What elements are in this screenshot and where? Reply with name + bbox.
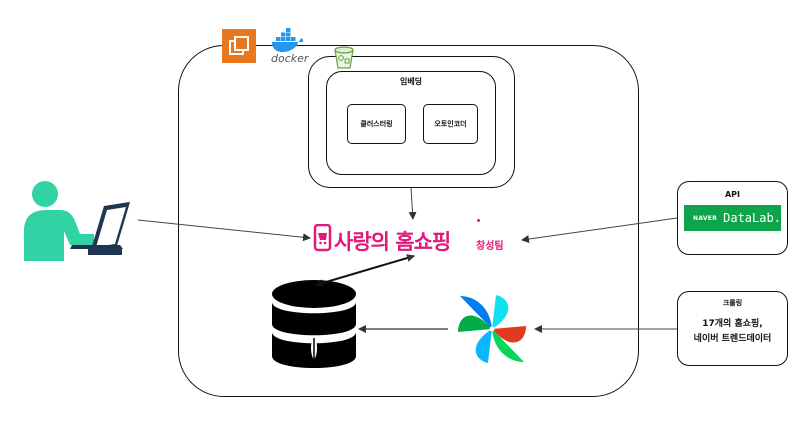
clustering-label: 클러스터링	[360, 120, 393, 128]
arrow-user-to-app	[137, 219, 311, 242]
aws-icon	[222, 29, 256, 63]
airflow-pinwheel-icon	[458, 295, 526, 363]
database-icon	[272, 280, 356, 368]
docker-icon	[272, 28, 304, 52]
datalab-label: DataLab.	[723, 211, 781, 225]
crawling-line2: 네이버 트렌드데이터	[693, 334, 772, 344]
api-title: API	[724, 190, 741, 199]
arrow-api-to-app	[521, 217, 678, 243]
crawling-line1: 17개의 홈쇼핑,	[702, 319, 763, 329]
naver-datalab-badge: NAVER DataLab.	[684, 205, 781, 231]
crawling-title: 크롤링	[722, 299, 743, 307]
clustering-box	[347, 104, 406, 144]
naver-label: NAVER	[693, 214, 718, 222]
s3-bucket-icon	[334, 46, 354, 69]
shopping-phone-icon	[313, 224, 332, 252]
user-laptop-icon	[24, 181, 130, 261]
embedding-title: 임베딩	[399, 77, 423, 86]
autoencoder-label: 오토인코더	[434, 120, 467, 128]
docker-label: docker	[271, 52, 309, 65]
logo-dot	[477, 219, 480, 222]
logo-sub-text: 창성팀	[476, 241, 504, 252]
crawling-box	[677, 291, 788, 366]
autoencoder-box	[423, 104, 478, 144]
arrow-app-db-bidirectional	[315, 254, 415, 287]
logo-main-text: 사랑의 홈쇼핑	[334, 230, 451, 254]
arrow-embedding-to-app	[408, 187, 417, 220]
